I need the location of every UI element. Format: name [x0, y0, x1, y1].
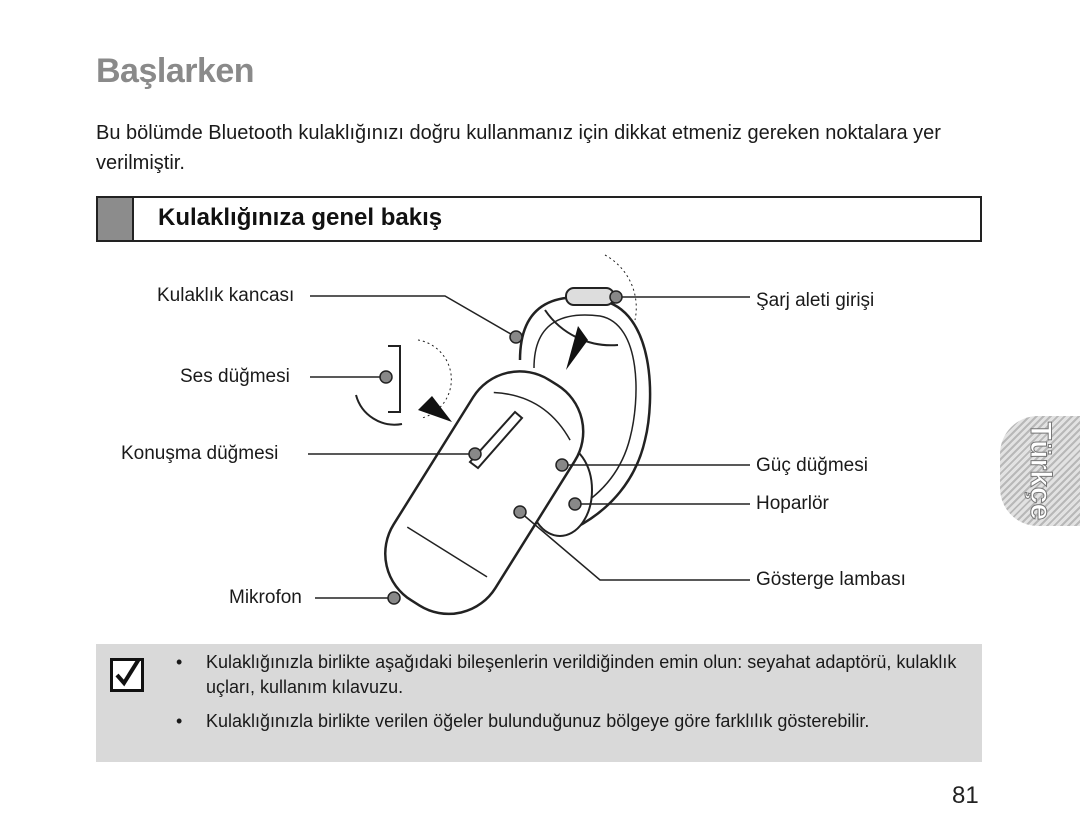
bullet-icon: •	[176, 711, 183, 731]
label-talk-button: Konuşma düğmesi	[121, 443, 279, 464]
indicator-leader	[519, 511, 750, 581]
volume-dot	[379, 370, 393, 384]
power-dot	[555, 458, 569, 472]
label-speaker: Hoparlör	[756, 493, 829, 514]
note-list: •Kulaklığınızla birlikte aşağıdaki bileş…	[176, 650, 966, 743]
page-number: 81	[952, 782, 979, 809]
speaker-dot	[568, 497, 582, 511]
note-item: •Kulaklığınızla birlikte verilen öğeler …	[176, 709, 966, 734]
talk-button-illustration	[468, 410, 524, 470]
note-box: •Kulaklığınızla birlikte aşağıdaki bileş…	[96, 644, 982, 762]
charger-dot	[609, 290, 623, 304]
label-ear-hook: Kulaklık kancası	[157, 285, 295, 306]
charger-zoom-pointer	[566, 326, 588, 370]
volume-zoom-pointer	[418, 396, 452, 422]
page-title: Başlarken	[96, 52, 255, 90]
ear-hook-leader	[310, 295, 517, 338]
section-header: Kulaklığınıza genel bakış	[96, 196, 982, 242]
charger-port-illustration	[565, 287, 615, 306]
microphone-dot	[387, 591, 401, 605]
checkbox-check-icon	[110, 657, 144, 692]
note-item: •Kulaklığınızla birlikte aşağıdaki bileş…	[176, 652, 957, 697]
label-volume-button: Ses düğmesi	[180, 366, 290, 387]
label-microphone: Mikrofon	[229, 587, 302, 608]
section-marker	[98, 198, 134, 240]
ear-hook-dot	[509, 330, 523, 344]
label-indicator-light: Gösterge lambası	[756, 569, 906, 590]
headset-diagram	[308, 254, 750, 616]
ear-hook-illustration	[518, 296, 652, 530]
label-power-button: Güç düğmesi	[756, 455, 868, 476]
indicator-dot	[513, 505, 527, 519]
ear-hook-inner	[533, 314, 637, 511]
talk-dot	[468, 447, 482, 461]
label-charger-jack: Şarj aleti girişi	[756, 290, 875, 311]
section-heading: Kulaklığınıza genel bakış	[158, 204, 443, 231]
bullet-icon: •	[176, 652, 183, 672]
language-tab-label: Türkçe	[1024, 421, 1058, 521]
intro-paragraph: Bu bölümde Bluetooth kulaklığınızı doğru…	[96, 122, 941, 174]
language-tab: Türkçe	[1000, 416, 1080, 526]
